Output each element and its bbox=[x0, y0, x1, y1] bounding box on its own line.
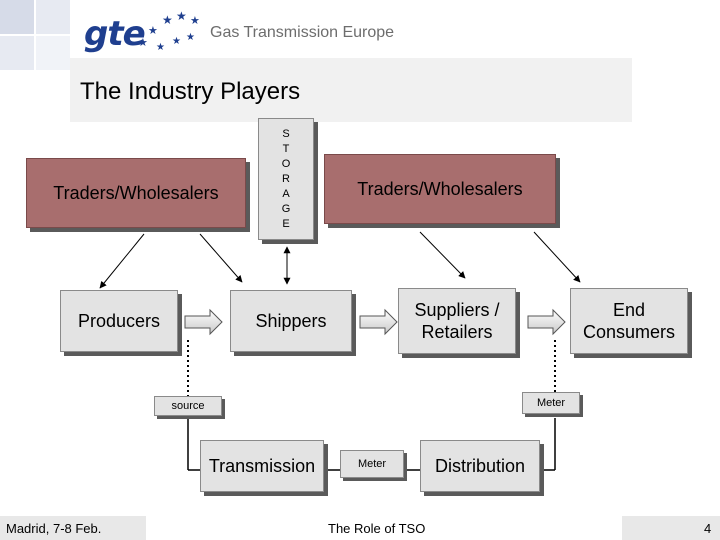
svg-text:★: ★ bbox=[148, 25, 158, 37]
header-squares bbox=[0, 0, 80, 70]
svg-text:★: ★ bbox=[156, 42, 165, 53]
storage-letter: T bbox=[282, 142, 290, 155]
svg-text:★: ★ bbox=[138, 37, 148, 49]
storage-letter: O bbox=[281, 157, 291, 170]
title-band bbox=[70, 58, 632, 122]
footer-bar-left bbox=[0, 516, 146, 540]
distribution-box: Distribution bbox=[420, 440, 540, 492]
svg-text:★: ★ bbox=[190, 15, 200, 27]
end-consumers-box: End Consumers bbox=[570, 288, 688, 354]
traders-wholesalers-left: Traders/Wholesalers bbox=[26, 158, 246, 228]
meter-right-box: Meter bbox=[522, 392, 580, 414]
suppliers-retailers-box: Suppliers / Retailers bbox=[398, 288, 516, 354]
traders-wholesalers-right: Traders/Wholesalers bbox=[324, 154, 556, 224]
footer-subject: The Role of TSO bbox=[328, 521, 426, 536]
arrow-traders-shippers bbox=[199, 233, 243, 283]
flow-arrow-3 bbox=[527, 308, 566, 336]
storage-letter: G bbox=[281, 202, 291, 215]
arrow-traders-producers bbox=[99, 233, 145, 289]
storage-letter: S bbox=[282, 127, 290, 140]
flow-arrow-1 bbox=[184, 308, 223, 336]
footer-location-date: Madrid, 7-8 Feb. bbox=[6, 521, 102, 536]
page-title: The Industry Players bbox=[80, 78, 301, 105]
producers-box: Producers bbox=[60, 290, 178, 352]
arrow-traders-consumers bbox=[533, 231, 581, 283]
source-box: source bbox=[154, 396, 222, 416]
footer-bar-right bbox=[622, 516, 720, 540]
storage-letter: E bbox=[282, 217, 290, 230]
svg-text:★: ★ bbox=[162, 13, 173, 27]
meter-middle-box: Meter bbox=[340, 450, 404, 478]
flow-arrow-2 bbox=[359, 308, 398, 336]
svg-text:★: ★ bbox=[176, 9, 187, 23]
svg-text:★: ★ bbox=[186, 32, 195, 43]
shippers-box: Shippers bbox=[230, 290, 352, 352]
stars-icon: ★ ★ ★ ★ ★ ★ ★ ★ bbox=[138, 9, 200, 53]
svg-text:★: ★ bbox=[172, 36, 181, 47]
storage-letter: A bbox=[282, 187, 290, 200]
transmission-box: Transmission bbox=[200, 440, 324, 492]
arrow-traders-suppliers bbox=[419, 231, 466, 279]
brand-name: Gas Transmission Europe bbox=[210, 24, 395, 41]
storage-letter: R bbox=[282, 172, 290, 185]
gte-logo: gte bbox=[84, 14, 146, 54]
storage-box: S T O R A G E bbox=[258, 118, 314, 240]
page-number: 4 bbox=[704, 521, 712, 536]
